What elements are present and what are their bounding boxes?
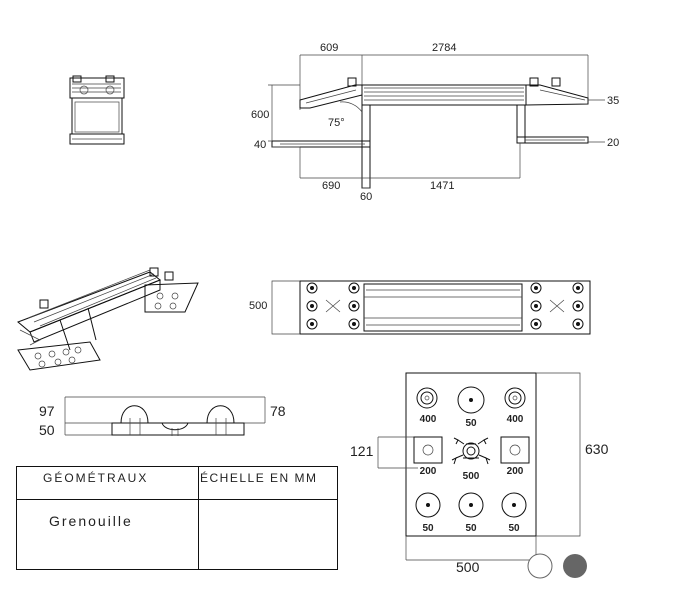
dim-top-left: 609 (320, 42, 338, 54)
finish-swatch-light[interactable] (527, 553, 553, 579)
title-block: GÉOMÉTRAUX ÉCHELLE EN MM Grenouille (16, 466, 338, 570)
dim-plate-width: 500 (456, 559, 480, 575)
dim-angle: 75° (328, 117, 345, 129)
hole-label-8: 50 (465, 523, 477, 534)
plan-left-bolts (306, 282, 360, 330)
side-elevation (268, 54, 605, 189)
end-section (64, 396, 266, 436)
hole-label-7: 50 (422, 523, 434, 534)
dim-section-left-upper: 97 (39, 403, 55, 419)
hole-label-9: 50 (508, 523, 520, 534)
title-block-header-left: GÉOMÉTRAUX (43, 471, 149, 485)
hole-label-6: 200 (507, 466, 524, 477)
hole-label-2: 50 (465, 418, 477, 429)
finish-swatch-dark[interactable] (563, 554, 587, 578)
dim-top-right: 2784 (432, 42, 456, 54)
dim-right-lower: 20 (607, 137, 619, 149)
dim-bottom-right: 1471 (430, 180, 454, 192)
dim-plan-width: 500 (249, 300, 267, 312)
dim-left-height: 600 (251, 109, 269, 121)
base-plate (377, 372, 581, 561)
frog-logo (451, 437, 491, 465)
dim-bottom-post: 60 (360, 191, 372, 203)
hole-label-4: 200 (420, 466, 437, 477)
product-name: Grenouille (49, 513, 133, 529)
dim-row-height: 121 (350, 443, 374, 459)
front-view-small (69, 75, 125, 145)
dim-right-upper: 35 (607, 95, 619, 107)
hole-label-5: 500 (463, 471, 480, 482)
title-block-divider-v (198, 467, 199, 569)
dim-plate-height: 630 (585, 441, 609, 457)
plan-right-bolts (530, 282, 584, 330)
hole-label-1: 400 (420, 414, 437, 425)
title-block-divider-h (17, 499, 337, 500)
dim-bottom-left: 690 (322, 180, 340, 192)
isometric-view (17, 267, 199, 371)
dim-section-left-lower: 50 (39, 422, 55, 438)
dim-section-right: 78 (270, 403, 286, 419)
plan-view (271, 280, 591, 335)
title-block-header-right: ÉCHELLE EN MM (200, 471, 318, 485)
dim-left-lower: 40 (254, 139, 266, 151)
hole-label-3: 400 (507, 414, 524, 425)
